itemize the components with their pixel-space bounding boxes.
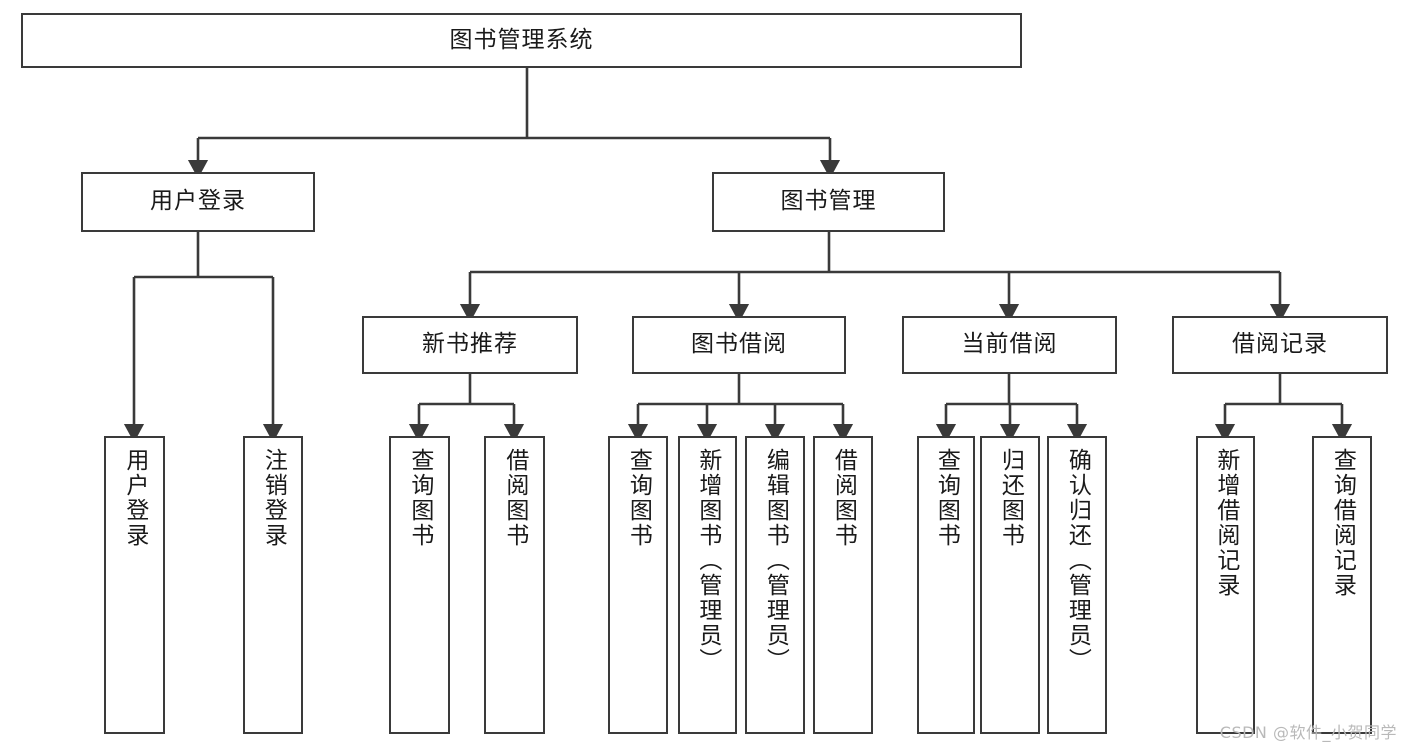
node-leaf-query-book-1[interactable]: 查询图书 <box>389 436 450 734</box>
node-leaf-query-book-1-label: 查询图书 <box>406 448 433 548</box>
node-leaf-borrow-book-1-label: 借阅图书 <box>501 448 528 548</box>
node-leaf-return-book-label: 归还图书 <box>997 448 1024 548</box>
node-leaf-edit-book[interactable]: 编辑图书（管理员） <box>745 436 805 734</box>
node-leaf-user-logout-label: 注销登录 <box>260 448 287 548</box>
node-borrow-record-label: 借阅记录 <box>1232 331 1328 358</box>
node-new-book-recommend[interactable]: 新书推荐 <box>362 316 578 374</box>
node-leaf-query-book-2-label: 查询图书 <box>625 448 652 548</box>
node-current-borrow-label: 当前借阅 <box>961 331 1058 358</box>
node-leaf-query-book-3[interactable]: 查询图书 <box>917 436 975 734</box>
node-book-borrow[interactable]: 图书借阅 <box>632 316 846 374</box>
node-leaf-edit-book-label: 编辑图书（管理员） <box>762 448 789 673</box>
node-leaf-add-record[interactable]: 新增借阅记录 <box>1196 436 1255 734</box>
node-new-book-recommend-label: 新书推荐 <box>422 331 518 358</box>
node-root-label: 图书管理系统 <box>449 26 594 53</box>
node-leaf-query-record-label: 查询借阅记录 <box>1329 448 1356 598</box>
node-leaf-borrow-book-2-label: 借阅图书 <box>830 448 857 548</box>
node-leaf-query-record[interactable]: 查询借阅记录 <box>1312 436 1372 734</box>
node-leaf-user-login-label: 用户登录 <box>121 448 148 548</box>
node-leaf-add-record-label: 新增借阅记录 <box>1212 448 1239 598</box>
node-leaf-query-book-3-label: 查询图书 <box>933 448 960 548</box>
node-leaf-borrow-book-2[interactable]: 借阅图书 <box>813 436 873 734</box>
node-book-borrow-label: 图书借阅 <box>691 331 787 358</box>
node-leaf-borrow-book-1[interactable]: 借阅图书 <box>484 436 545 734</box>
node-borrow-record[interactable]: 借阅记录 <box>1172 316 1388 374</box>
node-leaf-return-book[interactable]: 归还图书 <box>980 436 1040 734</box>
node-root[interactable]: 图书管理系统 <box>21 13 1022 68</box>
node-user-login[interactable]: 用户登录 <box>81 172 315 232</box>
node-leaf-confirm-return-label: 确认归还（管理员） <box>1064 448 1091 673</box>
node-leaf-user-login[interactable]: 用户登录 <box>104 436 165 734</box>
csdn-watermark: CSDN @软件_小贺同学 <box>1219 723 1397 742</box>
node-leaf-query-book-2[interactable]: 查询图书 <box>608 436 668 734</box>
node-book-manage-label: 图书管理 <box>780 188 877 215</box>
node-leaf-add-book[interactable]: 新增图书（管理员） <box>678 436 737 734</box>
node-user-login-label: 用户登录 <box>150 188 246 215</box>
node-book-manage[interactable]: 图书管理 <box>712 172 945 232</box>
node-leaf-add-book-label: 新增图书（管理员） <box>694 448 721 673</box>
node-current-borrow[interactable]: 当前借阅 <box>902 316 1117 374</box>
node-leaf-user-logout[interactable]: 注销登录 <box>243 436 303 734</box>
node-leaf-confirm-return[interactable]: 确认归还（管理员） <box>1047 436 1107 734</box>
